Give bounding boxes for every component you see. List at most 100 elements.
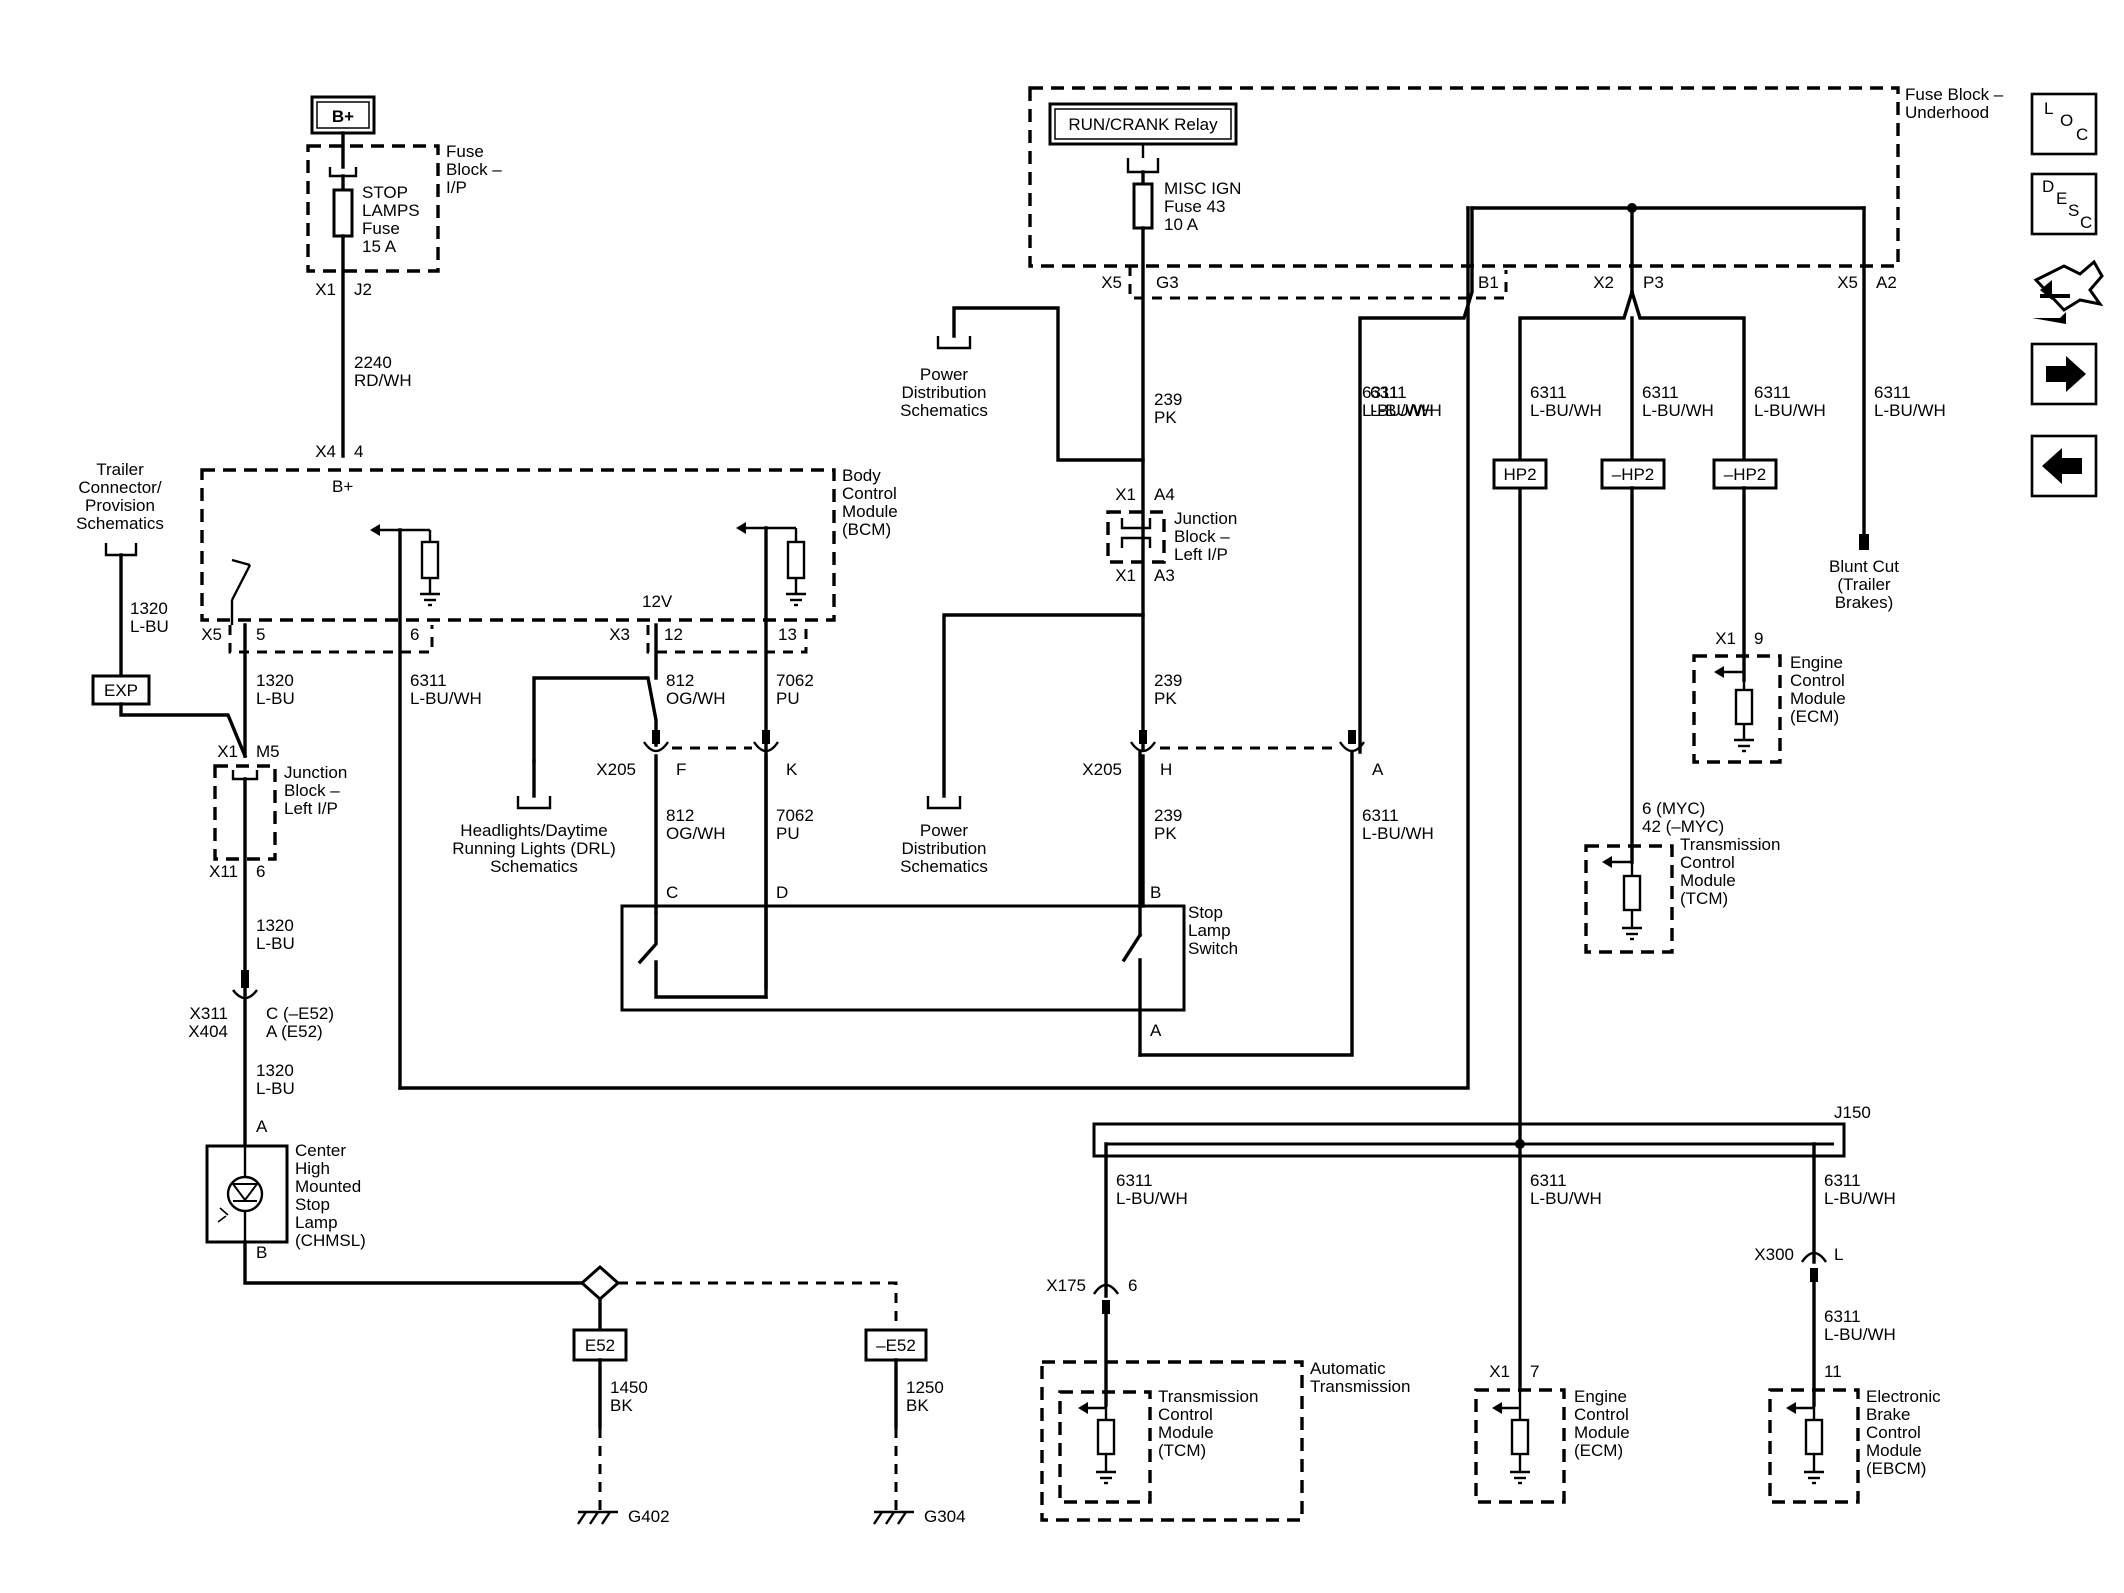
exp-option: [91, 674, 151, 706]
diagram-label: 1320: [256, 671, 294, 690]
diagram-label: 239: [1154, 390, 1182, 409]
ebcm-outline: [1768, 1388, 1860, 1504]
diagram-label: Mounted: [295, 1177, 361, 1196]
diagram-label: A: [256, 1117, 268, 1136]
diagram-label: X1: [1115, 566, 1136, 585]
diagram-label: Control: [842, 484, 897, 503]
diagram-label: 10 A: [1164, 215, 1199, 234]
diagram-label: Schematics: [76, 514, 164, 533]
misc-ign-fuse: [1132, 182, 1154, 230]
diagram-label: X5: [1837, 273, 1858, 292]
headlights-label: Headlights/Daytime: [460, 821, 607, 840]
diagram-label: 6: [256, 862, 265, 881]
tcm-lower-outline: [1058, 1390, 1152, 1504]
diagram-label: Underhood: [1905, 103, 1989, 122]
diagram-label: –HP2: [1724, 465, 1767, 484]
diagram-label: X11: [209, 862, 238, 881]
diagram-label: PK: [1154, 824, 1177, 843]
tcm-upper-outline: [1584, 844, 1674, 954]
next-page-arrow-icon[interactable]: [2030, 342, 2098, 406]
diagram-label: HP2: [1503, 465, 1536, 484]
diagram-label: Lamp: [295, 1213, 338, 1232]
diagram-label: D: [2042, 177, 2054, 196]
diagram-label: S: [2068, 201, 2079, 220]
diagram-label: Provision: [85, 496, 155, 515]
fuse-block-underhood-label: Fuse Block –: [1905, 85, 2004, 104]
diagram-label: PK: [1154, 408, 1177, 427]
diagram-label: K: [786, 760, 798, 779]
diagram-label: BK: [610, 1396, 633, 1415]
diagram-label: (CHMSL): [295, 1231, 366, 1250]
diagram-label: Stop: [295, 1195, 330, 1214]
diagram-label: Module: [1680, 871, 1736, 890]
diagram-label: 5: [256, 625, 265, 644]
diagram-label: X1: [1715, 629, 1736, 648]
diagram-label: (ECM): [1574, 1441, 1623, 1460]
diagram-label: Lamp: [1188, 921, 1231, 940]
diagram-label: L-BU/WH: [1754, 401, 1826, 420]
run-crank-relay: [1048, 102, 1238, 146]
stop-lamp-switch-box: [620, 904, 1186, 1012]
ecm-upper-label: Engine: [1790, 653, 1843, 672]
diagram-label: L-BU/WH: [1370, 401, 1442, 420]
ebcm-label: Electronic: [1866, 1387, 1941, 1406]
diagram-label: X404: [188, 1022, 228, 1041]
diagram-label: Fuse 43: [1164, 197, 1225, 216]
description-view-button[interactable]: D E S C: [2030, 172, 2098, 236]
neg-hp2-option-b: [1712, 458, 1778, 490]
diagram-label: I/P: [446, 178, 467, 197]
ecm-upper-outline: [1692, 654, 1782, 764]
diagram-label: X1: [1115, 485, 1136, 504]
diagram-label: A3: [1154, 566, 1175, 585]
diagram-label: X4: [315, 442, 336, 461]
diagram-label: A2: [1876, 273, 1897, 292]
diagram-label: B: [256, 1243, 267, 1262]
diagram-label: 4: [354, 442, 363, 461]
wire-2240-num: 2240: [354, 353, 392, 372]
diagram-label: L-BU/WH: [1824, 1325, 1896, 1344]
diagram-label: Transmission: [1310, 1377, 1410, 1396]
diagram-label: B: [1150, 883, 1161, 902]
diagram-label: 42 (–MYC): [1642, 817, 1724, 836]
diagram-label: X5: [201, 625, 222, 644]
diagram-label: High: [295, 1159, 330, 1178]
diagram-label: 6: [410, 625, 419, 644]
diagram-label: 239: [1154, 806, 1182, 825]
chmsl-label: Center: [295, 1141, 346, 1160]
diagram-label: D: [776, 883, 788, 902]
diagram-label: PU: [776, 824, 800, 843]
trailer-label: Trailer: [96, 460, 144, 479]
hp2-option: [1492, 458, 1548, 490]
diagram-label: PK: [1154, 689, 1177, 708]
diagram-label: 1250: [906, 1378, 944, 1397]
location-view-button[interactable]: L O C: [2030, 92, 2098, 156]
previous-page-arrow-icon[interactable]: [2030, 434, 2098, 498]
diagram-label: B+: [332, 477, 353, 496]
diagram-label: L-BU/WH: [1362, 401, 1434, 420]
stop-lamps-fuse-label: STOP: [362, 183, 408, 202]
junction-block-left-label: Junction: [284, 763, 347, 782]
power-distribution-lower-label: Power: [920, 821, 969, 840]
diagram-label: Control: [1790, 671, 1845, 690]
diagram-label: EXP: [104, 681, 138, 700]
diagram-label: Schematics: [900, 857, 988, 876]
diagram-label: 6311: [1530, 383, 1567, 402]
fuse-block-underhood-outline: [1028, 86, 1900, 268]
bcm-label: Body: [842, 466, 881, 485]
diagram-label: Module: [1866, 1441, 1922, 1460]
bplus-label: B+: [332, 107, 354, 126]
diagram-label: Switch: [1188, 939, 1238, 958]
diagram-label: 7062: [776, 671, 814, 690]
diagram-label: 15 A: [362, 237, 397, 256]
diagram-label: L-BU: [256, 934, 295, 953]
diagram-label: Module: [1158, 1423, 1214, 1442]
diagram-label: (TCM): [1680, 889, 1728, 908]
diagram-label: 1450: [610, 1378, 648, 1397]
diagram-label: 6311: [1824, 1171, 1861, 1190]
diagram-label: 11: [1824, 1362, 1842, 1381]
diagram-label: J2: [354, 280, 372, 299]
diagram-label: X205: [596, 760, 636, 779]
diagram-label: X2: [1593, 273, 1614, 292]
diagram-label: PU: [776, 689, 800, 708]
diagnostic-tools-icon[interactable]: [2032, 259, 2104, 324]
